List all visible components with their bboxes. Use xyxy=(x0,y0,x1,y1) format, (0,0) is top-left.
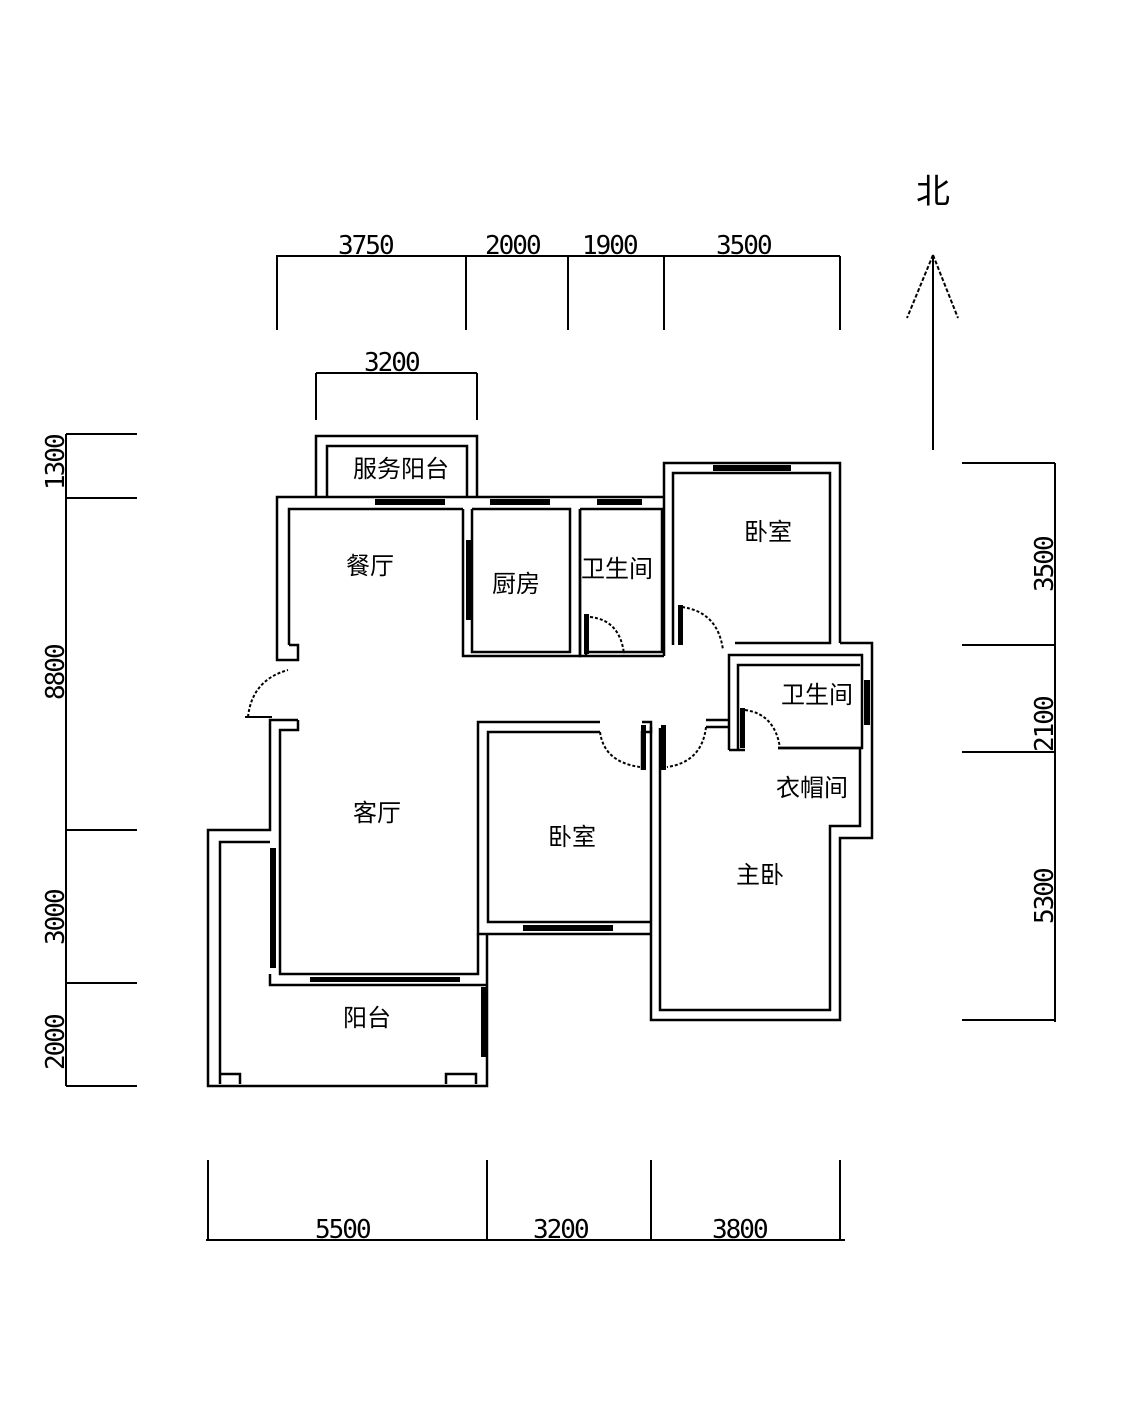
room-label-kitchen: 厨房 xyxy=(492,570,540,598)
room-label-bathroom-1: 卫生间 xyxy=(581,555,653,583)
dim-right-1: 3500 xyxy=(1030,537,1060,592)
room-label-dining: 餐厅 xyxy=(346,552,394,580)
dim-left-1: 1300 xyxy=(41,435,71,490)
room-label-bedroom-2: 卧室 xyxy=(548,823,596,851)
dim-top-3: 1900 xyxy=(582,231,637,261)
service-balcony-dimension-line xyxy=(315,372,478,420)
dim-top-4: 3500 xyxy=(716,231,771,261)
top-dimension-line xyxy=(276,255,841,330)
dim-bottom-2: 3200 xyxy=(533,1215,588,1245)
dim-service-balcony: 3200 xyxy=(364,348,419,378)
bottom-dimension-line xyxy=(206,1160,845,1241)
dim-right-2: 2100 xyxy=(1030,697,1060,752)
room-label-service-balcony: 服务阳台 xyxy=(353,455,449,483)
doors xyxy=(245,605,781,770)
left-dimension-line xyxy=(65,433,137,1087)
dim-bottom-1: 5500 xyxy=(315,1215,370,1245)
dim-bottom-3: 3800 xyxy=(712,1215,767,1245)
dim-left-4: 2000 xyxy=(41,1015,71,1070)
windows xyxy=(270,465,870,1057)
dim-right-3: 5300 xyxy=(1030,869,1060,924)
room-label-bathroom-2: 卫生间 xyxy=(781,681,853,709)
walls xyxy=(206,434,874,1088)
room-label-balcony: 阳台 xyxy=(343,1004,391,1032)
dim-left-2: 8800 xyxy=(41,645,71,700)
north-label: 北 xyxy=(916,172,950,212)
north-arrow-icon xyxy=(906,254,959,450)
right-dimension-line xyxy=(962,462,1056,1022)
dim-top-2: 2000 xyxy=(485,231,540,261)
room-label-bedroom-1: 卧室 xyxy=(744,518,792,546)
dim-left-3: 3000 xyxy=(41,890,71,945)
dim-top-1: 3750 xyxy=(338,231,393,261)
room-label-master-bedroom: 主卧 xyxy=(736,861,784,889)
room-label-living: 客厅 xyxy=(353,799,401,827)
room-label-closet: 衣帽间 xyxy=(776,774,848,802)
